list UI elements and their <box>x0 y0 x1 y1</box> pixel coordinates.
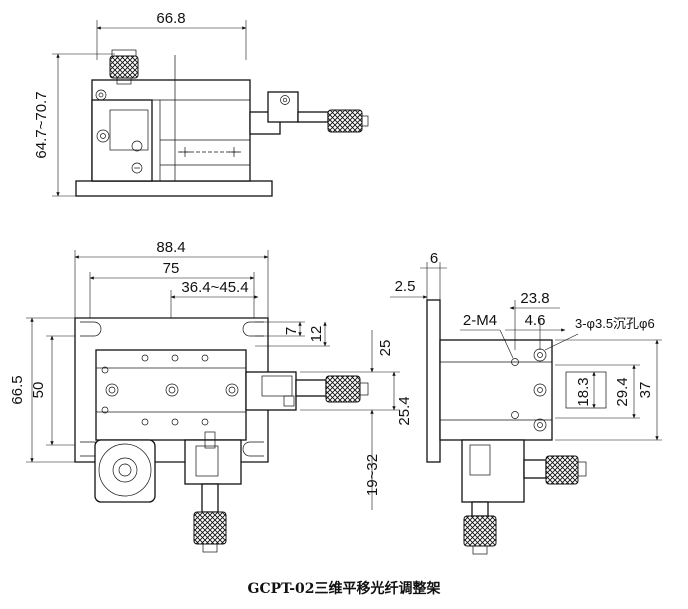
dim-side-plate: 6 <box>430 250 438 267</box>
dim-height-37: 37 <box>637 382 654 399</box>
dim-height-29-4: 29.4 <box>614 377 631 406</box>
dim-offset-25-4: 25.4 <box>396 396 413 425</box>
dim-travel-19-32: 19~32 <box>364 454 381 496</box>
dim-front-height-total: 66.5 <box>9 375 26 404</box>
dim-front-travel: 36.4~45.4 <box>181 279 248 296</box>
dim-slot-12: 12 <box>308 326 325 343</box>
front-view: 88.4 75 36.4~45.4 66.5 50 7 12 <box>9 239 413 553</box>
dim-slot-7: 7 <box>283 327 300 335</box>
dim-offset-25: 25 <box>377 340 394 357</box>
dim-front-height-inner: 50 <box>30 382 47 399</box>
dim-top-width: 66.8 <box>156 10 185 27</box>
dim-height-18-3: 18.3 <box>575 377 592 406</box>
dim-front-inner-width: 75 <box>163 260 180 277</box>
dim-front-total-width: 88.4 <box>156 239 185 256</box>
side-view: 6 2.5 2-M4 23.8 4.6 3-φ3.5沉孔φ6 37 <box>390 250 662 555</box>
label-thread: 2-M4 <box>463 312 497 329</box>
dim-hole-spacing: 23.8 <box>520 290 549 307</box>
label-counterbore: 3-φ3.5沉孔φ6 <box>575 316 655 331</box>
dim-hole-offset: 4.6 <box>525 312 546 329</box>
drawing-caption: GCPT-02三维平移光纤调整架 <box>247 581 441 597</box>
dim-side-offset: 2.5 <box>395 278 416 295</box>
top-view: 66.8 64.7~70.7 <box>33 10 369 197</box>
dim-top-height: 64.7~70.7 <box>33 91 50 158</box>
